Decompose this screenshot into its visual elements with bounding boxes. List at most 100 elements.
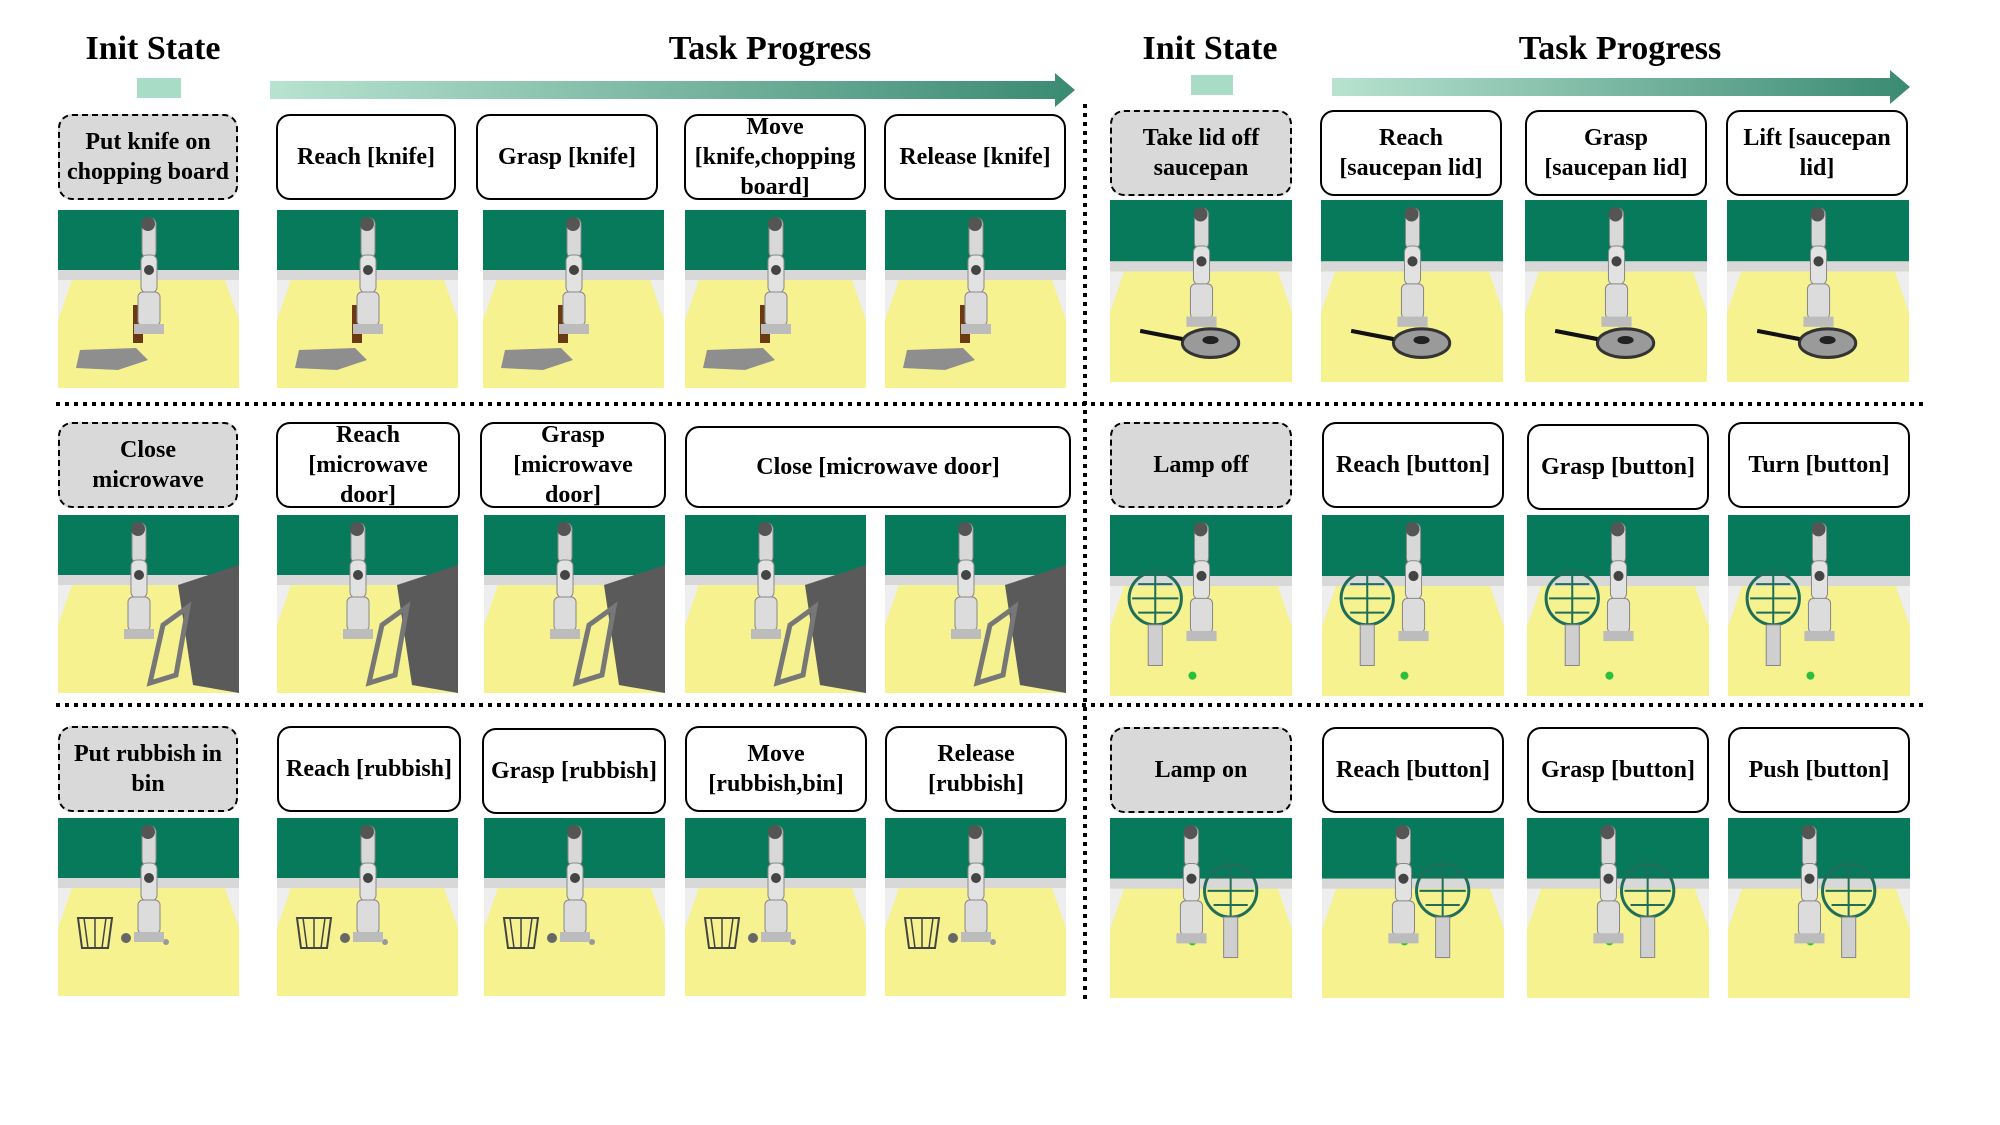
- frame-microwave-close-2: [885, 515, 1066, 693]
- scene-render: [58, 818, 239, 996]
- step-grasp-button-1: Grasp [button]: [1527, 424, 1709, 510]
- frame-rubbish-grasp: [484, 818, 665, 996]
- scene-render: [1322, 515, 1504, 696]
- right-init-swatch: [1191, 75, 1233, 95]
- frame-knife-init: [58, 210, 239, 388]
- horizontal-separator-2: [56, 703, 1926, 707]
- robot-arm: [559, 217, 589, 334]
- vertical-separator: [1083, 104, 1087, 1000]
- scene-render: [1728, 818, 1910, 998]
- scene-render: [1525, 200, 1707, 382]
- scene-render: [885, 210, 1066, 388]
- task-init-lamp-on: Lamp on: [1110, 727, 1292, 813]
- step-grasp-lid: Grasp [saucepan lid]: [1525, 110, 1707, 196]
- left-progress-arrow: [270, 73, 1075, 107]
- robot-arm: [1593, 825, 1624, 944]
- right-init-state-header: Init State: [1142, 30, 1278, 67]
- robot-arm: [124, 522, 154, 639]
- robot-arm: [961, 217, 991, 334]
- frame-microwave-grasp: [484, 515, 665, 693]
- robot-arm: [761, 217, 791, 334]
- scene-render: [685, 515, 866, 693]
- scene-render: [1110, 200, 1292, 382]
- scene-render: [1527, 818, 1709, 998]
- task-init-take-lid: Take lid off saucepan: [1110, 110, 1292, 196]
- scene-render: [1322, 818, 1504, 998]
- frame-knife-reach: [277, 210, 458, 388]
- frame-lamp-off-turn: [1728, 515, 1910, 696]
- scene-render: [277, 515, 458, 693]
- step-reach-rubbish: Reach [rubbish]: [277, 726, 461, 812]
- scene-render: [58, 210, 239, 388]
- scene-render: [58, 515, 239, 693]
- robot-arm: [353, 217, 383, 334]
- step-reach-lid: Reach [saucepan lid]: [1320, 110, 1502, 196]
- frame-knife-grasp: [483, 210, 664, 388]
- robot-arm: [134, 217, 164, 334]
- scene-render: [1728, 515, 1910, 696]
- step-grasp-rubbish: Grasp [rubbish]: [482, 728, 666, 814]
- horizontal-separator-1: [56, 402, 1926, 406]
- step-lift-lid: Lift [saucepan lid]: [1726, 110, 1908, 196]
- frame-saucepan-reach: [1321, 200, 1503, 382]
- robot-arm: [1186, 522, 1217, 642]
- step-release-knife: Release [knife]: [884, 114, 1066, 200]
- frame-lamp-off-grasp: [1527, 515, 1709, 696]
- robot-arm: [751, 522, 781, 639]
- scene-render: [685, 818, 866, 996]
- frame-saucepan-lift: [1727, 200, 1909, 382]
- robot-arm: [560, 825, 590, 942]
- robot-arm: [951, 522, 981, 639]
- robot-arm: [1601, 207, 1632, 327]
- robot-arm: [550, 522, 580, 639]
- step-reach-button-2: Reach [button]: [1322, 727, 1504, 813]
- robot-arm: [1398, 522, 1429, 642]
- robot-arm: [1388, 825, 1419, 944]
- scene-render: [1727, 200, 1909, 382]
- scene-render: [483, 210, 664, 388]
- frame-lamp-on-init: [1110, 818, 1292, 998]
- task-init-lamp-off: Lamp off: [1110, 422, 1292, 508]
- step-reach-button-1: Reach [button]: [1322, 422, 1504, 508]
- robot-arm: [1176, 825, 1207, 944]
- frame-knife-release: [885, 210, 1066, 388]
- step-push-button: Push [button]: [1728, 727, 1910, 813]
- frame-lamp-on-push: [1728, 818, 1910, 998]
- robot-arm: [1397, 207, 1428, 327]
- step-turn-button: Turn [button]: [1728, 422, 1910, 508]
- step-reach-door: Reach [microwave door]: [276, 422, 460, 508]
- scene-render: [1321, 200, 1503, 382]
- scene-render: [685, 210, 866, 388]
- robot-arm: [343, 522, 373, 639]
- frame-microwave-reach: [277, 515, 458, 693]
- step-grasp-knife: Grasp [knife]: [476, 114, 658, 200]
- robot-arm: [1603, 522, 1634, 642]
- robot-arm: [1186, 207, 1217, 327]
- left-init-swatch: [137, 78, 181, 98]
- right-progress-arrow: [1332, 70, 1910, 104]
- scene-render: [885, 818, 1066, 996]
- frame-rubbish-move: [685, 818, 866, 996]
- scene-render: [885, 515, 1066, 693]
- robot-arm: [353, 825, 383, 942]
- scene-render: [1527, 515, 1709, 696]
- step-release-rubbish: Release [rubbish]: [885, 726, 1067, 812]
- scene-render: [484, 515, 665, 693]
- step-close-door: Close [microwave door]: [685, 426, 1071, 508]
- frame-rubbish-release: [885, 818, 1066, 996]
- robot-arm: [961, 825, 991, 942]
- task-init-close-microwave: Close microwave: [58, 422, 238, 508]
- frame-saucepan-grasp: [1525, 200, 1707, 382]
- step-grasp-door: Grasp [microwave door]: [480, 422, 666, 508]
- frame-microwave-close-1: [685, 515, 866, 693]
- frame-knife-move: [685, 210, 866, 388]
- robot-arm: [134, 825, 164, 942]
- frame-lamp-off-reach: [1322, 515, 1504, 696]
- frame-lamp-on-reach: [1322, 818, 1504, 998]
- frame-microwave-init: [58, 515, 239, 693]
- scene-render: [1110, 515, 1292, 696]
- step-move-rubbish: Move [rubbish,bin]: [685, 726, 867, 812]
- task-init-put-rubbish: Put rubbish in bin: [58, 726, 238, 812]
- robot-arm: [761, 825, 791, 942]
- frame-lamp-on-grasp: [1527, 818, 1709, 998]
